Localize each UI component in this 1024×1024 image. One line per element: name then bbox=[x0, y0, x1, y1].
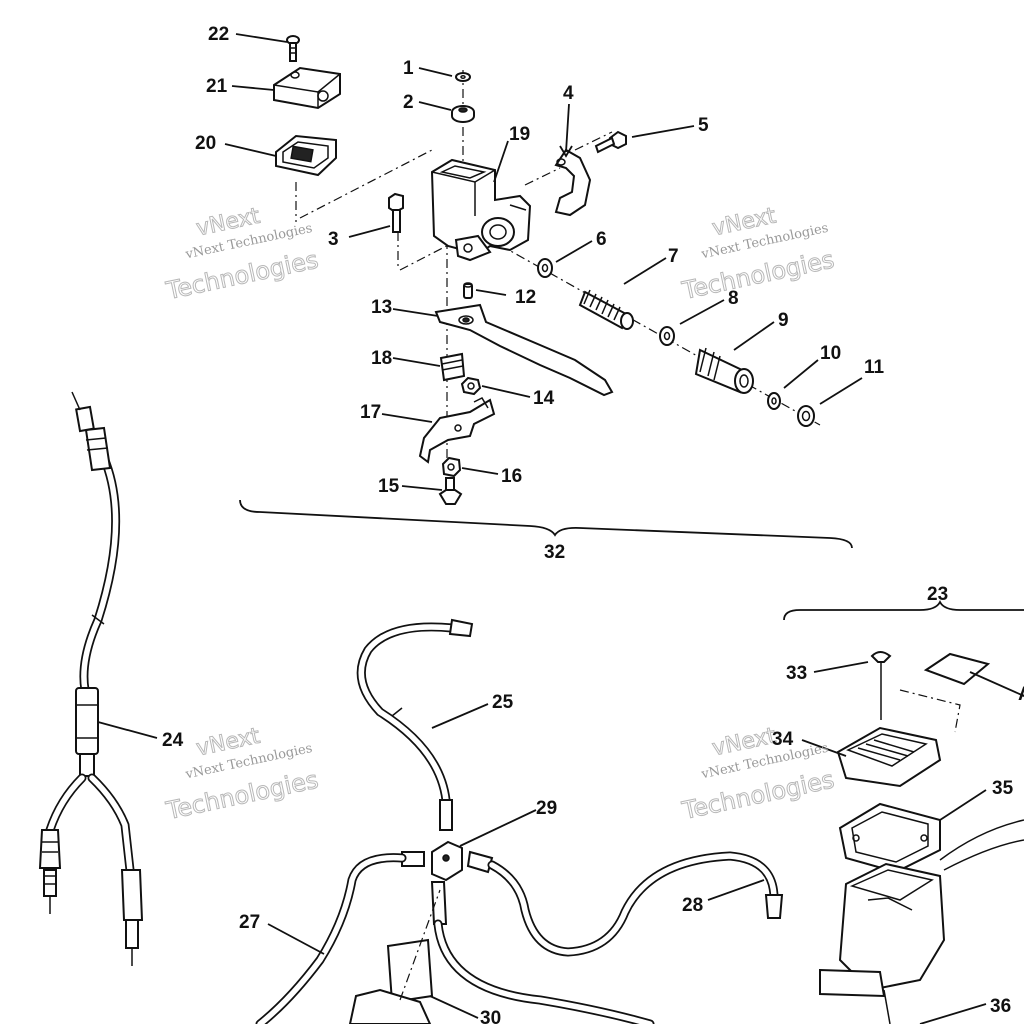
part-1-washer bbox=[455, 72, 471, 82]
part-7-spring bbox=[578, 289, 634, 330]
callout-16: 16 bbox=[501, 466, 522, 487]
part-12-bushing bbox=[463, 282, 473, 299]
callout-30: 30 bbox=[480, 1008, 501, 1024]
part-19-master-cylinder bbox=[430, 158, 532, 262]
callout-24: 24 bbox=[162, 730, 184, 751]
part-28-brake-hose bbox=[487, 851, 784, 957]
part-27-brake-hose bbox=[255, 853, 655, 1024]
callout-11: 11 bbox=[864, 357, 885, 378]
callout-36: 36 bbox=[990, 996, 1011, 1017]
callout-7: 7 bbox=[668, 246, 679, 267]
callout-35: 35 bbox=[992, 778, 1014, 799]
callout-28: 28 bbox=[682, 895, 703, 916]
part-22-screw bbox=[286, 35, 300, 62]
callout-33: 33 bbox=[786, 663, 807, 684]
part-A-decal bbox=[899, 652, 991, 733]
part-20-diaphragm bbox=[275, 134, 337, 177]
callout-3: 3 bbox=[328, 229, 339, 250]
callout-27: 27 bbox=[239, 912, 260, 933]
part-18-spring bbox=[439, 352, 466, 382]
part-2-grommet bbox=[451, 105, 475, 123]
callout-32: 32 bbox=[544, 542, 565, 563]
callout-A: A bbox=[1018, 684, 1024, 705]
assembly-23-bracket bbox=[783, 599, 1024, 621]
callout-1: 1 bbox=[403, 58, 414, 79]
callout-19: 19 bbox=[509, 124, 530, 145]
part-33-screw bbox=[870, 651, 892, 720]
part-24-cable bbox=[38, 391, 144, 966]
callout-18: 18 bbox=[371, 348, 392, 369]
callout-5: 5 bbox=[698, 115, 709, 136]
part-17-switch-bracket bbox=[418, 397, 496, 464]
watermark-top-right: vNext vNext Technologies Technologies bbox=[679, 203, 838, 306]
part-6-washer bbox=[537, 258, 553, 278]
callout-2: 2 bbox=[403, 92, 414, 113]
callout-25: 25 bbox=[492, 692, 514, 713]
callout-29: 29 bbox=[536, 798, 557, 819]
assembly-32-bracket bbox=[239, 499, 853, 549]
callout-12: 12 bbox=[515, 287, 536, 308]
callout-34: 34 bbox=[772, 729, 794, 750]
part-29-junction-block bbox=[401, 840, 494, 925]
part-4-clamp bbox=[554, 148, 592, 217]
watermark-bottom-right: vNext vNext Technologies Technologies bbox=[679, 723, 838, 826]
callout-6: 6 bbox=[596, 229, 607, 250]
part-13-brake-lever bbox=[434, 303, 614, 397]
callout-14: 14 bbox=[533, 388, 555, 409]
callout-21: 21 bbox=[206, 76, 228, 97]
callout-8: 8 bbox=[728, 288, 739, 309]
part-3-pivot-bolt bbox=[388, 192, 404, 233]
callout-13: 13 bbox=[371, 297, 392, 318]
callout-9: 9 bbox=[778, 310, 789, 331]
part-8-washer bbox=[659, 326, 675, 346]
part-15-bolt bbox=[438, 477, 463, 505]
part-10-washer bbox=[767, 392, 781, 410]
leader-lines bbox=[97, 33, 1024, 1024]
callout-labels: 22 21 20 1 2 19 4 5 3 6 7 8 9 10 11 12 1… bbox=[162, 24, 1024, 1024]
part-25-brake-hose bbox=[356, 618, 474, 831]
callout-15: 15 bbox=[378, 476, 400, 497]
part-master-cylinder-body bbox=[819, 819, 1024, 1024]
part-14-nut bbox=[460, 376, 482, 396]
callout-20: 20 bbox=[195, 133, 216, 154]
callout-17: 17 bbox=[360, 402, 381, 423]
callout-23: 23 bbox=[927, 584, 948, 605]
callout-10: 10 bbox=[820, 343, 841, 364]
part-11-ring bbox=[797, 405, 815, 427]
callout-22: 22 bbox=[208, 24, 229, 45]
part-16-nut bbox=[441, 456, 462, 478]
part-9-piston bbox=[694, 347, 754, 394]
part-30-switch bbox=[348, 889, 441, 1024]
part-35-gasket bbox=[838, 802, 941, 874]
part-5-clamp-screw bbox=[594, 130, 627, 154]
part-34-cover bbox=[836, 726, 942, 788]
part-21-reservoir-cover bbox=[273, 66, 341, 110]
callout-4: 4 bbox=[563, 83, 574, 104]
watermark-top-left: vNext vNext Technologies Technologies bbox=[163, 203, 322, 306]
